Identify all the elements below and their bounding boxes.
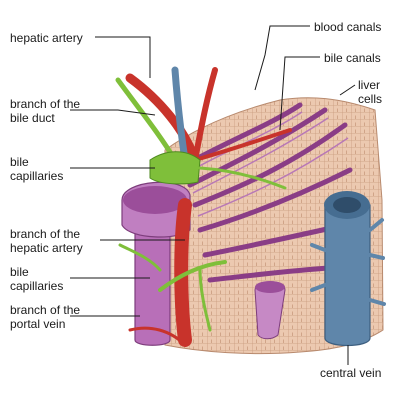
bile-duct <box>115 77 287 332</box>
label-hepatic-artery: hepatic artery <box>10 31 83 45</box>
leader-lines <box>70 25 356 365</box>
label-bile-capillaries-bottom: bile capillaries <box>10 265 64 293</box>
hepatic-artery <box>125 67 292 347</box>
label-bile-capillaries-top: bile capillaries <box>10 155 64 183</box>
label-branch-portal-vein: branch of the portal vein <box>10 303 81 331</box>
label-central-vein: central vein <box>320 366 382 380</box>
label-branch-hepatic-artery: branch of the hepatic artery <box>10 227 83 255</box>
label-bile-canals: bile canals <box>324 51 381 65</box>
label-branch-bile-duct: branch of the bile duct <box>10 97 81 125</box>
portal-vein <box>121 181 286 346</box>
label-liver-cells: liver cells <box>358 78 383 106</box>
label-blood-canals: blood canals <box>314 20 382 34</box>
central-vein <box>310 191 386 347</box>
blood-canals <box>182 102 353 283</box>
